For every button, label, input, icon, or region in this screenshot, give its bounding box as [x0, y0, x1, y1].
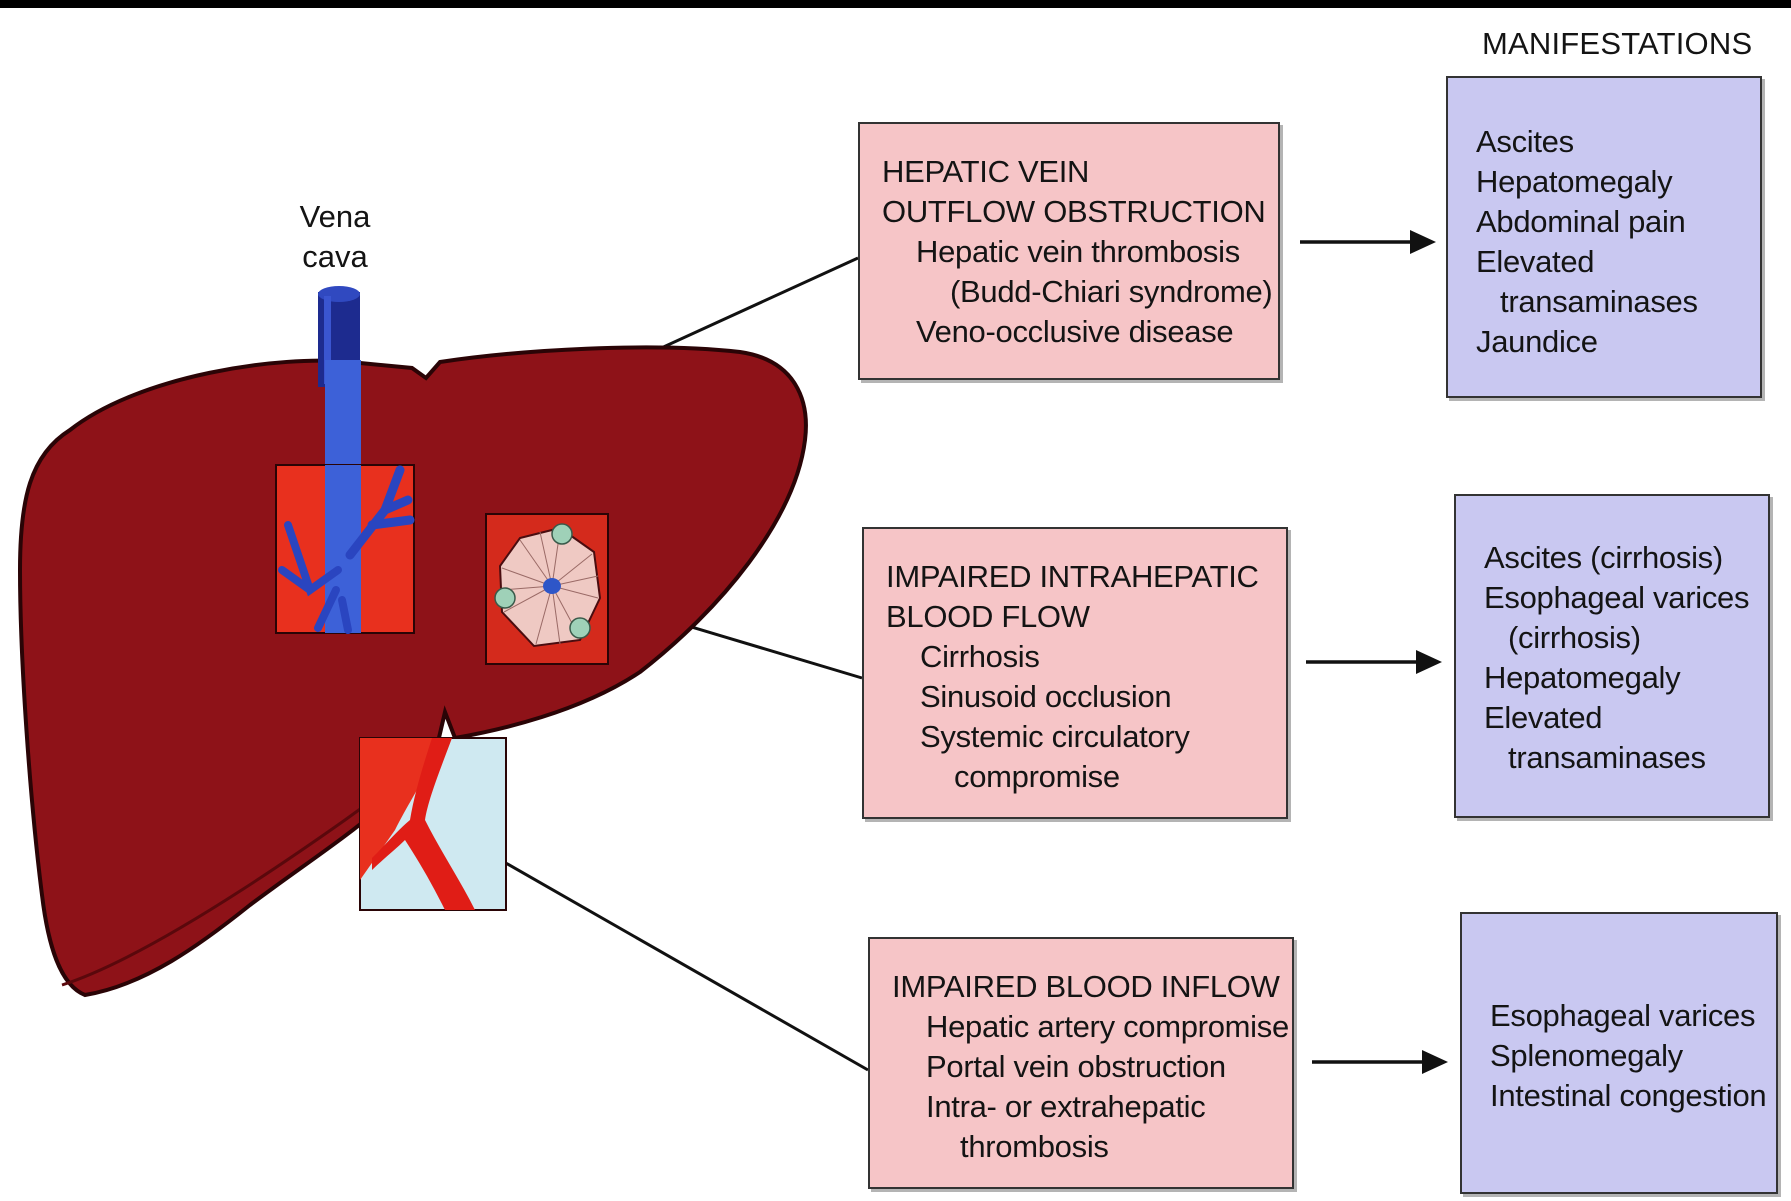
lobule-inset: [486, 514, 608, 664]
cause-line: compromise: [886, 757, 1266, 797]
inflow-inset: [360, 738, 506, 910]
manifestation-line: Elevated: [1484, 698, 1754, 738]
cause-line: (Budd-Chiari syndrome): [882, 272, 1258, 312]
cause-line: Veno-occlusive disease: [882, 312, 1258, 352]
manifestation-line: Jaundice: [1476, 322, 1746, 362]
manifestation-line: Abdominal pain: [1476, 202, 1746, 242]
vena-cava-trunk: [325, 360, 361, 465]
manifestation-box-outflow: Ascites Hepatomegaly Abdominal pain Elev…: [1446, 76, 1762, 398]
manifestation-line: transaminases: [1476, 282, 1746, 322]
vena-cava-label-line: Vena: [290, 197, 380, 237]
manifestation-line: Elevated: [1476, 242, 1746, 282]
manifestation-line: Esophageal varices: [1484, 578, 1754, 618]
cause-box-intrahepatic: IMPAIRED INTRAHEPATIC BLOOD FLOW Cirrhos…: [862, 527, 1288, 819]
cause-box-inflow: IMPAIRED BLOOD INFLOW Hepatic artery com…: [868, 937, 1294, 1189]
manifestation-box-inflow: Esophageal varices Splenomegaly Intestin…: [1460, 912, 1778, 1194]
cause-line: Hepatic artery compromise: [892, 1007, 1272, 1047]
manifestation-line: Esophageal varices: [1490, 996, 1762, 1036]
manifestation-line: transaminases: [1484, 738, 1754, 778]
cause-line: IMPAIRED BLOOD INFLOW: [892, 967, 1272, 1007]
manifestation-line: Hepatomegaly: [1476, 162, 1746, 202]
arrow-3: [1312, 1050, 1448, 1074]
arrow-2: [1306, 650, 1442, 674]
cause-line: OUTFLOW OBSTRUCTION: [882, 192, 1258, 232]
manifestations-heading: MANIFESTATIONS: [1482, 26, 1752, 62]
vena-cava-label-line: cava: [290, 237, 380, 277]
cause-line: Portal vein obstruction: [892, 1047, 1272, 1087]
manifestation-box-intrahepatic: Ascites (cirrhosis) Esophageal varices (…: [1454, 494, 1770, 818]
cause-line: Hepatic vein thrombosis: [882, 232, 1258, 272]
connector-line-inflow: [504, 862, 868, 1070]
cause-line: IMPAIRED INTRAHEPATIC: [886, 557, 1266, 597]
manifestation-line: (cirrhosis): [1484, 618, 1754, 658]
manifestation-line: Hepatomegaly: [1484, 658, 1754, 698]
cause-box-outflow: HEPATIC VEIN OUTFLOW OBSTRUCTION Hepatic…: [858, 122, 1280, 380]
manifestation-line: Intestinal congestion: [1490, 1076, 1762, 1116]
cause-line: Systemic circulatory: [886, 717, 1266, 757]
manifestation-line: Ascites: [1476, 122, 1746, 162]
cause-line: Intra- or extrahepatic: [892, 1087, 1272, 1127]
cause-line: HEPATIC VEIN: [882, 152, 1258, 192]
manifestation-line: Splenomegaly: [1490, 1036, 1762, 1076]
cause-line: Cirrhosis: [886, 637, 1266, 677]
cause-line: thrombosis: [892, 1127, 1272, 1167]
hepatic-vein-inset: [276, 465, 414, 633]
cause-line: BLOOD FLOW: [886, 597, 1266, 637]
arrow-1: [1300, 230, 1436, 254]
vena-cava-label: Vena cava: [290, 197, 380, 277]
manifestation-line: Ascites (cirrhosis): [1484, 538, 1754, 578]
cause-line: Sinusoid occlusion: [886, 677, 1266, 717]
